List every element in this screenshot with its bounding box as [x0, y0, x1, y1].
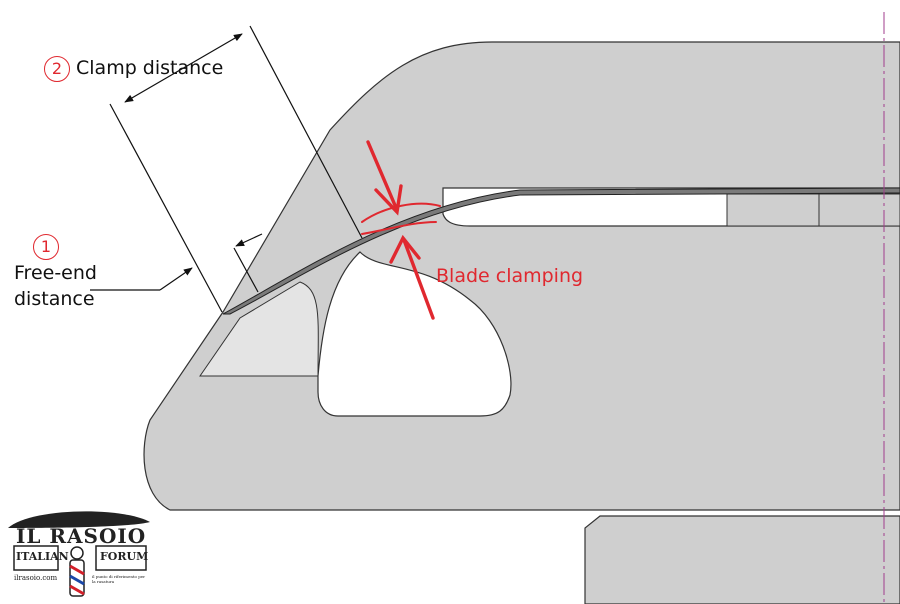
clamping-annotation: [361, 140, 441, 320]
logo-left-text: ITALIAN: [16, 550, 69, 563]
blade-clamping-label: Blade clamping: [436, 265, 584, 287]
slot-block-2: [818, 193, 900, 227]
logo-title: IL RASOIO: [16, 524, 147, 548]
logo-right-text: FORUM: [100, 550, 149, 563]
il-rasoio-logo: [8, 511, 150, 597]
inner-cutout: [317, 251, 512, 417]
free-end-number-badge: 1: [33, 234, 59, 260]
blade: [222, 187, 900, 315]
logo-site: ilrasoio.com: [14, 574, 58, 582]
free-end-label-line1: Free-end: [14, 262, 97, 284]
slot-block-1: [726, 193, 820, 227]
clamp-number-badge: 2: [44, 56, 70, 82]
base-block: [584, 515, 900, 604]
clamp-dimension-line: [124, 33, 243, 103]
logo-tagline: il punto di riferimento per la rasatura: [92, 574, 146, 584]
free-end-label-line2: distance: [14, 288, 95, 310]
clamp-distance-label: Clamp distance: [76, 57, 224, 79]
